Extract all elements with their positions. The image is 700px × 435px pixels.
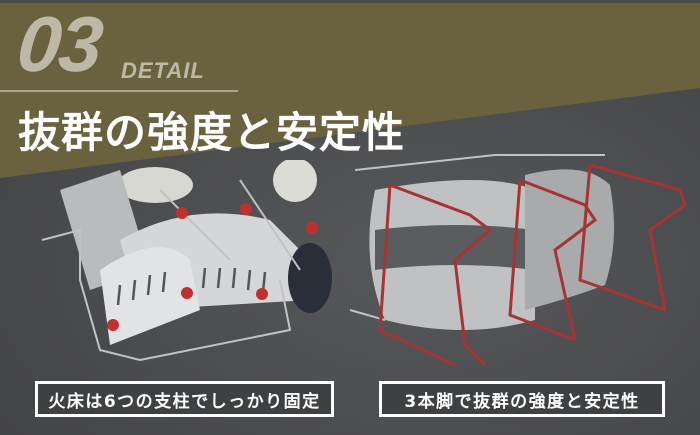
top-border [0,0,700,3]
product-image-right [349,154,687,367]
product-image-left [41,160,332,361]
top-rails [349,154,605,321]
header-divider [0,90,238,92]
section-number: 03 [13,0,106,88]
wire-frame [41,179,301,361]
gloved-hands [117,160,317,203]
dark-opening [288,243,332,313]
front-panel [100,247,200,345]
body-shadow [375,225,535,270]
page-title: 抜群の強度と安定性 [18,108,406,157]
frame-legs [378,163,687,367]
support-points [107,203,318,331]
vent-slots [116,267,267,306]
caption-six-supports: 火床は6つの支柱でしっかり固定 [35,381,334,417]
caption-three-legs: 3本脚で抜群の強度と安定性 [379,381,665,417]
section-label: DETAIL [121,58,205,83]
